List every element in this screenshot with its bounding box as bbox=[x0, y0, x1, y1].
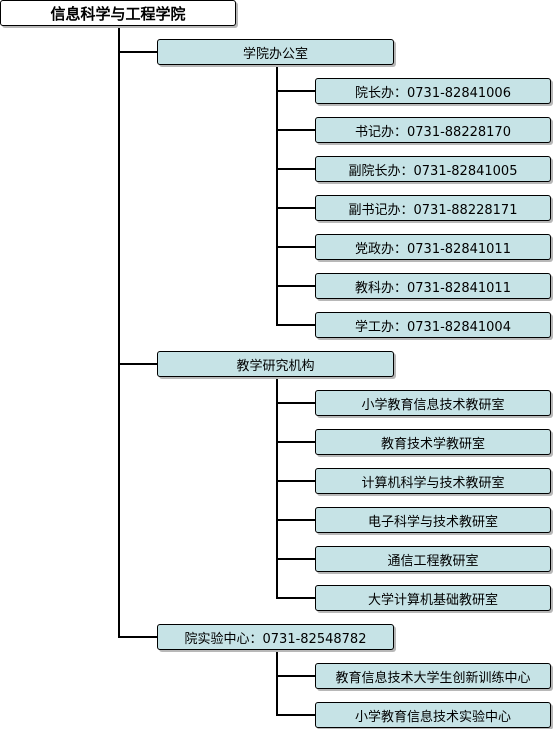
branch-connector-lab bbox=[118, 636, 157, 638]
section-lab-center: 院实验中心：0731-82548782 bbox=[157, 624, 394, 650]
research-leaf-connector bbox=[276, 480, 315, 482]
office-leaf-connector bbox=[276, 246, 315, 248]
college-title: 信息科学与工程学院 bbox=[0, 0, 236, 26]
lab-item: 教育信息技术大学生创新训练中心 bbox=[315, 663, 551, 689]
office-item: 教科办：0731-82841011 bbox=[315, 273, 551, 299]
lab-leaf-connector bbox=[276, 675, 315, 677]
office-item: 院长办：0731-82841006 bbox=[315, 78, 551, 104]
office-item: 学工办：0731-82841004 bbox=[315, 312, 551, 338]
office-item: 党政办：0731-82841011 bbox=[315, 234, 551, 260]
office-leaf-connector bbox=[276, 129, 315, 131]
research-leaf-connector bbox=[276, 519, 315, 521]
office-subtree-connector bbox=[276, 65, 278, 325]
research-subtree-connector bbox=[276, 377, 278, 599]
branch-connector-office bbox=[118, 51, 157, 53]
research-item: 大学计算机基础教研室 bbox=[315, 585, 551, 611]
research-leaf-connector bbox=[276, 558, 315, 560]
office-leaf-connector bbox=[276, 168, 315, 170]
research-item: 教育技术学教研室 bbox=[315, 429, 551, 455]
lab-item: 小学教育信息技术实验中心 bbox=[315, 702, 551, 728]
lab-leaf-connector bbox=[276, 714, 315, 716]
section-research: 教学研究机构 bbox=[157, 351, 394, 377]
research-leaf-connector bbox=[276, 441, 315, 443]
research-item: 通信工程教研室 bbox=[315, 546, 551, 572]
research-leaf-connector bbox=[276, 597, 315, 599]
section-office: 学院办公室 bbox=[157, 39, 394, 65]
research-item: 小学教育信息技术教研室 bbox=[315, 390, 551, 416]
research-item: 计算机科学与技术教研室 bbox=[315, 468, 551, 494]
office-item: 副书记办：0731-88228171 bbox=[315, 195, 551, 221]
research-item: 电子科学与技术教研室 bbox=[315, 507, 551, 533]
office-leaf-connector bbox=[276, 207, 315, 209]
office-item: 书记办：0731-88228170 bbox=[315, 117, 551, 143]
office-leaf-connector bbox=[276, 90, 315, 92]
branch-connector-research bbox=[118, 363, 157, 365]
lab-subtree-connector bbox=[276, 650, 278, 716]
office-leaf-connector bbox=[276, 285, 315, 287]
office-leaf-connector bbox=[276, 324, 315, 326]
office-item: 副院长办：0731-82841005 bbox=[315, 156, 551, 182]
trunk-connector bbox=[118, 26, 120, 638]
research-leaf-connector bbox=[276, 402, 315, 404]
